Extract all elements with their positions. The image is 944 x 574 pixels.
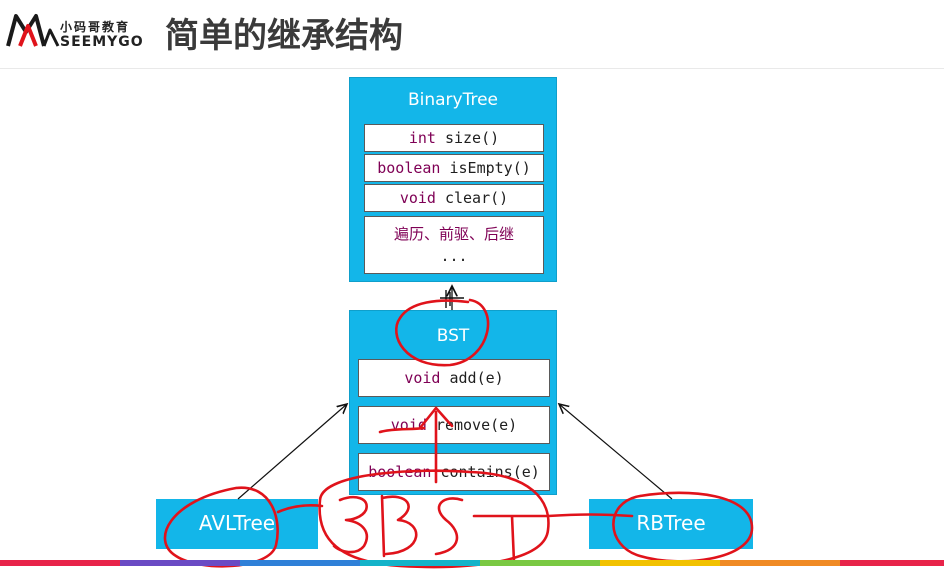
bst-class-box: BST void add(e) void remove(e) boolean c… — [349, 310, 557, 495]
method-keyword: int — [408, 129, 436, 147]
traversal-note-line: 遍历、前驱、后继 — [393, 225, 514, 243]
rbtree-class-box: RBTree — [589, 499, 753, 549]
logo-chinese-text: 小码哥教育 — [60, 20, 131, 34]
bar-segment — [0, 560, 120, 566]
bar-segment — [360, 560, 480, 566]
method-keyword: void — [390, 416, 427, 434]
binarytree-class-name: BinaryTree — [407, 90, 499, 110]
method-keyword: boolean — [377, 159, 441, 177]
bar-segment — [240, 560, 360, 566]
bar-segment — [720, 560, 840, 566]
logo-english-text: SEEMYGO — [60, 34, 144, 50]
binarytree-class-box: BinaryTree int size() boolean isEmpty() … — [349, 77, 557, 282]
bst-method-remove: void remove(e) — [358, 406, 550, 444]
cursor-icon — [440, 290, 464, 308]
method-keyword: boolean — [368, 463, 432, 481]
method-signature: size() — [435, 129, 500, 147]
binarytree-method-isempty: boolean isEmpty() — [364, 154, 544, 182]
scribble-letter-b — [380, 494, 418, 558]
method-signature: add(e) — [440, 369, 504, 387]
scribble-letter-t — [472, 514, 548, 564]
slide-header: 小码哥教育 SEEMYGO 简单的继承结构 — [0, 0, 944, 69]
bar-segment — [840, 560, 944, 566]
bottom-color-bar — [0, 560, 944, 566]
page-title: 简单的继承结构 — [165, 16, 403, 56]
method-signature: clear() — [435, 189, 509, 207]
binarytree-method-clear: void clear() — [364, 184, 544, 212]
binarytree-method-size: int size() — [364, 124, 544, 152]
method-keyword: void — [399, 189, 436, 207]
scribble-letter-s — [434, 497, 464, 556]
bst-method-add: void add(e) — [358, 359, 550, 397]
seemygo-logo-icon — [6, 14, 60, 47]
ellipsis-line: ... — [440, 247, 468, 265]
inheritance-arrow-rbtree-bst — [559, 404, 673, 500]
method-signature: isEmpty() — [440, 159, 531, 177]
method-signature: contains(e) — [431, 463, 540, 481]
bst-method-contains: boolean contains(e) — [358, 453, 550, 491]
method-keyword: void — [404, 369, 441, 387]
method-signature: remove(e) — [426, 416, 518, 434]
inheritance-arrow-avltree-bst — [237, 404, 347, 500]
bar-segment — [600, 560, 720, 566]
bst-class-name: BST — [436, 326, 470, 346]
binarytree-traversal-note: 遍历、前驱、后继 ... — [364, 216, 544, 274]
scribble-digit-3 — [332, 496, 369, 554]
bar-segment — [480, 560, 600, 566]
avltree-class-box: AVLTree — [156, 499, 318, 549]
bar-segment — [120, 560, 240, 566]
